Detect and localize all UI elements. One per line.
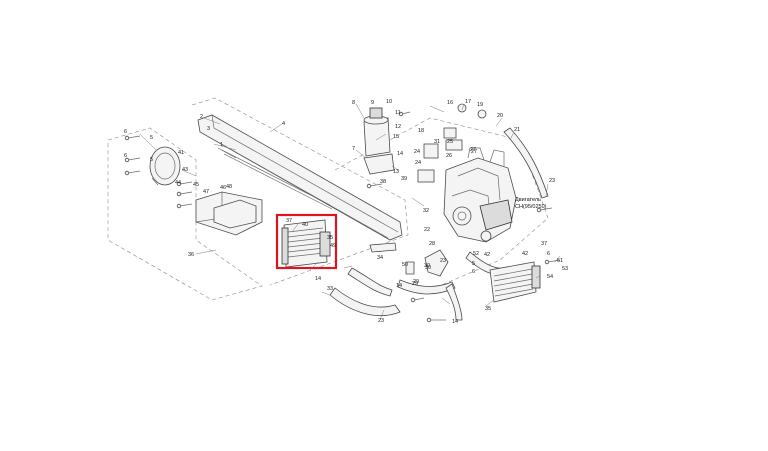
rod-assembly (217, 147, 333, 210)
callout-52: 53 (562, 266, 568, 272)
callout-50: 51 (557, 258, 563, 264)
thermostat-housing (417, 103, 487, 183)
callout-31: 32 (423, 208, 429, 214)
side-panel (197, 114, 403, 241)
callout-20: 21 (514, 127, 520, 133)
callout-17: 18 (418, 128, 424, 134)
radiator-left (281, 219, 331, 268)
callout-37: 38 (380, 179, 386, 185)
callout-59: 29 (413, 279, 419, 285)
callout-6: 6 (124, 153, 127, 159)
callout-4: 6 (124, 129, 127, 135)
callout-68: 24 (415, 160, 421, 166)
callout-66: 6 (547, 251, 550, 257)
frame-side-panel (191, 97, 409, 286)
callout-13: 14 (397, 151, 403, 157)
callout-19: 20 (497, 113, 503, 119)
frame-left (107, 127, 263, 301)
callout-28: 29 (412, 281, 418, 287)
highlight-frame (275, 213, 338, 270)
callout-14: 13 (393, 169, 399, 175)
callout-25: 26 (446, 153, 452, 159)
callout-69: 8 (352, 100, 355, 106)
callout-56: 14 (396, 283, 402, 289)
callout-53: 54 (547, 274, 553, 280)
callout-23: 24 (414, 149, 420, 155)
callout-15: 16 (447, 100, 453, 106)
callout-30: 31 (434, 139, 440, 145)
callout-44: 45 (193, 182, 199, 188)
engine (443, 147, 517, 243)
callout-24: 25 (447, 139, 453, 145)
callout-27: 28 (429, 241, 435, 247)
callout-2: 2 (200, 114, 203, 120)
radiator-right (489, 261, 541, 303)
callout-58: 23 (440, 258, 446, 264)
callout-8: 10 (386, 99, 392, 105)
engine-label: Двигатель (515, 197, 541, 203)
callout-47: 48 (226, 184, 232, 190)
callout-29: 30 (424, 263, 430, 269)
callout-67: 27 (471, 149, 477, 155)
callout-9: 11 (395, 110, 401, 116)
callout-16: 17 (465, 99, 471, 105)
callout-26: 27 (470, 147, 476, 153)
callout-12: 15 (393, 134, 399, 140)
headlight (149, 146, 181, 186)
callout-41: 42 (522, 251, 528, 257)
callout-46: 47 (203, 189, 209, 195)
callout-39: 40 (302, 222, 308, 228)
callout-5: 5 (150, 135, 153, 141)
callout-42: 43 (182, 167, 188, 173)
callout-11: 7 (352, 146, 355, 152)
callout-61: 5 (472, 261, 475, 267)
callout-49: 50 (402, 262, 408, 268)
callout-57: 14 (452, 319, 458, 325)
coolant-reservoir (363, 107, 395, 175)
callout-70: 9 (371, 100, 374, 106)
callout-55: 23 (378, 318, 384, 324)
callout-22: 23 (549, 178, 555, 184)
callout-48: 49 (330, 243, 336, 249)
callout-43: 44 (175, 180, 181, 186)
fasteners (124, 111, 561, 323)
callout-36: 37 (286, 218, 292, 224)
callout-33: 34 (377, 255, 383, 261)
callout-3: 4 (282, 121, 285, 127)
callout-63: 6 (472, 269, 475, 275)
callout-21: 22 (424, 227, 430, 233)
callout-18: 19 (477, 102, 483, 108)
callout-38: 39 (401, 176, 407, 182)
callouts: 1 2 4 6 5 6 5 10 11 12 7 15 14 13 16 17 … (124, 99, 568, 325)
callout-65: 37 (541, 241, 547, 247)
callout-10: 12 (395, 124, 401, 130)
callout-34: 35 (327, 235, 333, 241)
callout-51: 52 (473, 251, 479, 257)
callout-1: 1 (220, 142, 223, 148)
callout-64: 35 (485, 306, 491, 312)
callout-45: 46 (220, 185, 226, 191)
callout-40: 41 (178, 150, 184, 156)
engine-model: CH(95/0250) (515, 204, 547, 210)
callout-71: 3 (207, 126, 210, 132)
callout-35: 36 (188, 252, 194, 258)
air-duct (195, 191, 263, 236)
callout-62: 42 (484, 252, 490, 258)
callout-32: 33 (327, 286, 333, 292)
callout-54: 14 (315, 276, 321, 282)
callout-60: 30 (425, 265, 431, 271)
leader-lines (139, 103, 561, 321)
callout-7: 5 (150, 157, 153, 163)
